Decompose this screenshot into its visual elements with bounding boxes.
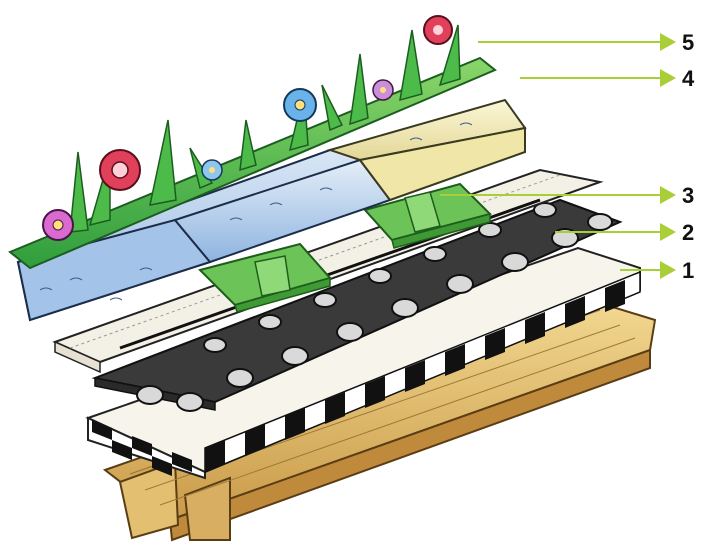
callout-5: 5 <box>478 30 694 55</box>
callout-3-label: 3 <box>682 183 694 208</box>
callout-4: 4 <box>520 66 695 91</box>
callout-1-label: 1 <box>682 258 694 283</box>
flower-lilac <box>373 80 393 100</box>
flower-pink-large <box>100 150 140 190</box>
flower-blue-small <box>202 160 222 180</box>
flower-purple <box>43 210 73 240</box>
callout-2-label: 2 <box>682 220 694 245</box>
flower-pink-top <box>424 16 452 44</box>
flower-blue <box>284 89 316 121</box>
callout-5-label: 5 <box>682 30 694 55</box>
callout-4-label: 4 <box>682 66 695 91</box>
